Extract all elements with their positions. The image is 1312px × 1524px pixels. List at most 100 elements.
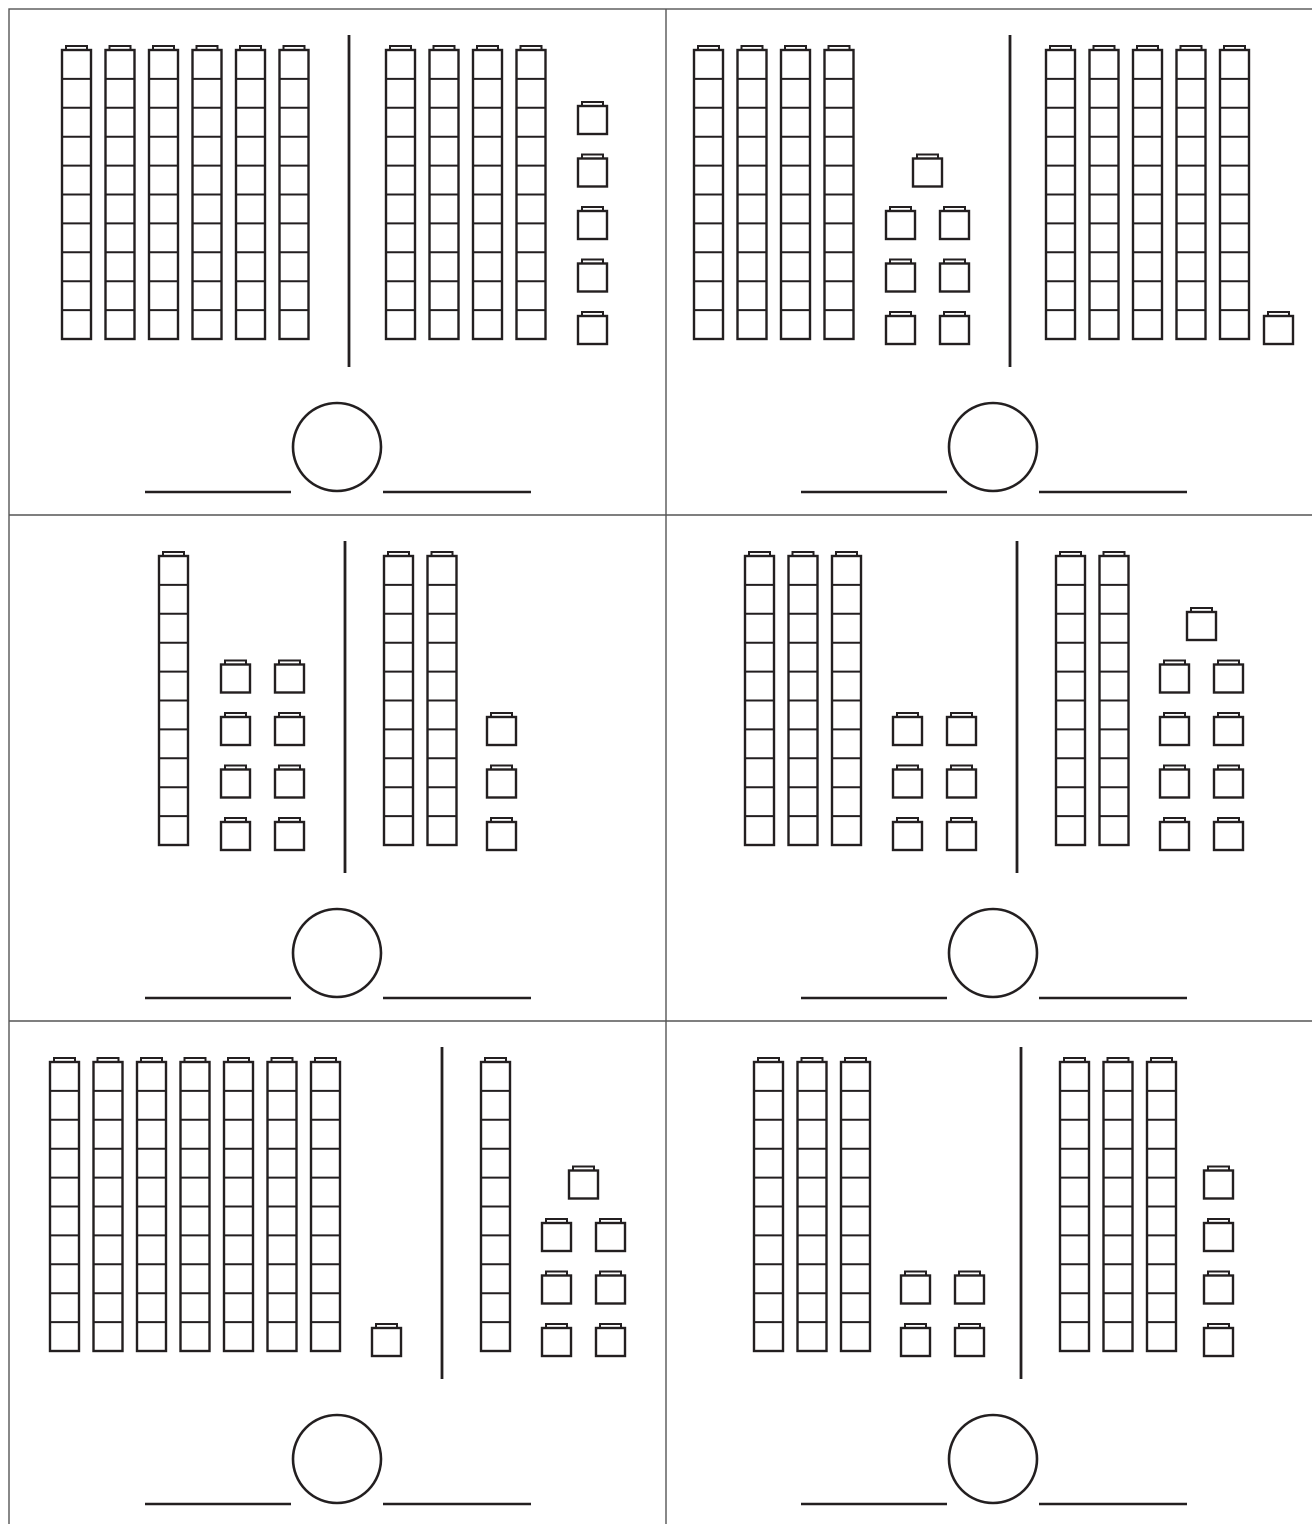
ones-cube [940, 312, 969, 344]
tens-rod [384, 552, 413, 845]
ones-cube [947, 713, 976, 745]
tens-rod [430, 46, 459, 339]
comparison-symbol-circle[interactable] [293, 909, 381, 997]
tens-rod [236, 46, 265, 339]
ones-cube [947, 766, 976, 798]
tens-rod [62, 46, 91, 339]
ones-cube [578, 312, 607, 344]
ones-cube [1204, 1219, 1233, 1251]
tens-rod [798, 1058, 827, 1351]
tens-rod [481, 1058, 510, 1351]
comparison-symbol-circle[interactable] [949, 909, 1037, 997]
tens-rod [280, 46, 309, 339]
ones-cube [1160, 766, 1189, 798]
ones-cube [1160, 713, 1189, 745]
tens-rod [1177, 46, 1206, 339]
ones-cube [221, 661, 250, 693]
tens-rod [1147, 1058, 1176, 1351]
tens-rod [193, 46, 222, 339]
tens-rod [311, 1058, 340, 1351]
tens-rod [1056, 552, 1085, 845]
ones-cube [578, 207, 607, 239]
ones-cube [569, 1167, 598, 1199]
ones-cube [940, 207, 969, 239]
ones-cube [596, 1324, 625, 1356]
ones-cube [955, 1272, 984, 1304]
ones-cube [578, 155, 607, 187]
ones-cube [893, 766, 922, 798]
ones-cube [372, 1324, 401, 1356]
comparison-symbol-circle[interactable] [293, 403, 381, 491]
tens-rod [781, 46, 810, 339]
ones-cube [596, 1219, 625, 1251]
tens-rod [181, 1058, 210, 1351]
ones-cube [1204, 1167, 1233, 1199]
tens-rod [137, 1058, 166, 1351]
tens-rod [738, 46, 767, 339]
ones-cube [1214, 818, 1243, 850]
ones-cube [487, 713, 516, 745]
ones-cube [1187, 608, 1216, 640]
tens-rod [473, 46, 502, 339]
ones-cube [886, 312, 915, 344]
ones-cube [221, 818, 250, 850]
ones-cube [893, 818, 922, 850]
comparison-symbol-circle[interactable] [949, 1415, 1037, 1503]
ones-cube [947, 818, 976, 850]
tens-rod [159, 552, 188, 845]
tens-rod [832, 552, 861, 845]
tens-rod [94, 1058, 123, 1351]
tens-rod [224, 1058, 253, 1351]
tens-rod [1220, 46, 1249, 339]
ones-cube [275, 766, 304, 798]
ones-cube [1264, 312, 1293, 344]
ones-cube [221, 713, 250, 745]
ones-cube [1204, 1272, 1233, 1304]
tens-rod [50, 1058, 79, 1351]
tens-rod [386, 46, 415, 339]
ones-cube [275, 818, 304, 850]
tens-rod [694, 46, 723, 339]
tens-rod [268, 1058, 297, 1351]
tens-rod [745, 552, 774, 845]
tens-rod [149, 46, 178, 339]
ones-cube [886, 207, 915, 239]
ones-cube [275, 661, 304, 693]
ones-cube [901, 1272, 930, 1304]
ones-cube [940, 260, 969, 292]
ones-cube [578, 102, 607, 134]
tens-rod [1090, 46, 1119, 339]
tens-rod [1104, 1058, 1133, 1351]
tens-rod [1133, 46, 1162, 339]
tens-rod [789, 552, 818, 845]
ones-cube [1214, 766, 1243, 798]
ones-cube [901, 1324, 930, 1356]
ones-cube [542, 1272, 571, 1304]
tens-rod [754, 1058, 783, 1351]
ones-cube [1214, 713, 1243, 745]
tens-rod [825, 46, 854, 339]
ones-cube [487, 818, 516, 850]
comparison-symbol-circle[interactable] [293, 1415, 381, 1503]
ones-cube [955, 1324, 984, 1356]
ones-cube [913, 155, 942, 187]
tens-rod [517, 46, 546, 339]
tens-rod [841, 1058, 870, 1351]
ones-cube [221, 766, 250, 798]
ones-cube [1160, 818, 1189, 850]
ones-cube [893, 713, 922, 745]
tens-rod [1060, 1058, 1089, 1351]
tens-rod [106, 46, 135, 339]
ones-cube [487, 766, 516, 798]
ones-cube [542, 1219, 571, 1251]
tens-rod [1100, 552, 1129, 845]
tens-rod [428, 552, 457, 845]
comparison-symbol-circle[interactable] [949, 403, 1037, 491]
ones-cube [886, 260, 915, 292]
ones-cube [596, 1272, 625, 1304]
tens-rod [1046, 46, 1075, 339]
ones-cube [275, 713, 304, 745]
ones-cube [578, 260, 607, 292]
ones-cube [1214, 661, 1243, 693]
ones-cube [542, 1324, 571, 1356]
